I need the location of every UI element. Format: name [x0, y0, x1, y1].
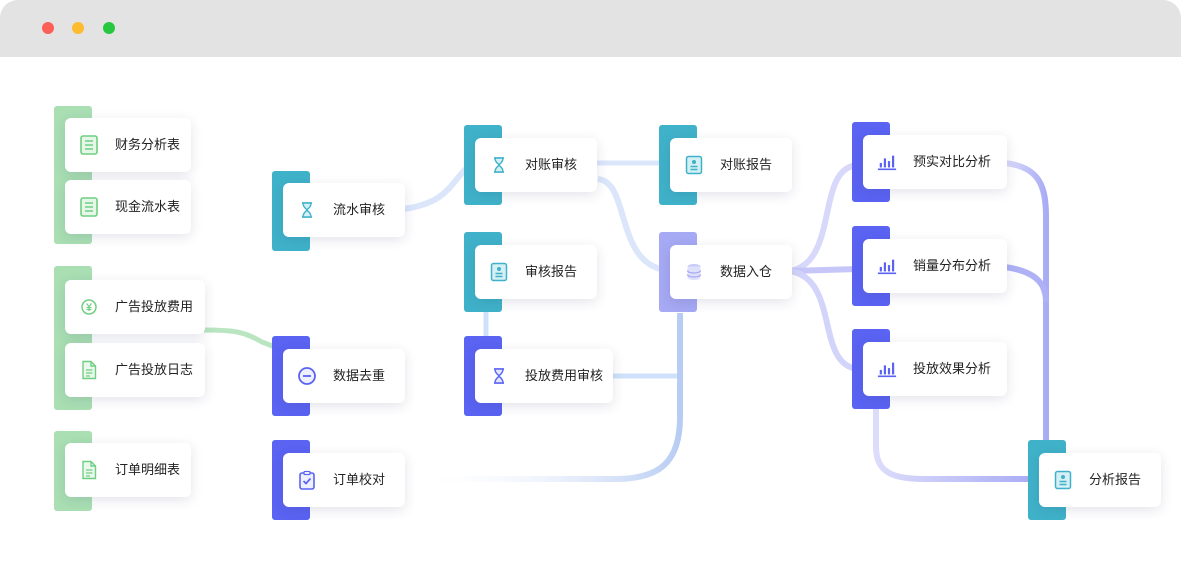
hourglass-icon — [297, 200, 317, 220]
database-icon — [684, 262, 704, 282]
minus-circle-icon — [297, 366, 317, 386]
node-ad-cost[interactable]: 广告投放费用 — [65, 280, 205, 334]
flow-diagram: 财务分析表 现金流水表 广告投放费用 广告投放日志 订单明细表 — [0, 57, 1181, 577]
node-label: 对账报告 — [720, 157, 773, 173]
node-label: 订单明细表 — [115, 462, 181, 478]
node-ad-effect-analysis[interactable]: 投放效果分析 — [863, 342, 1007, 396]
node-reconcile-report[interactable]: 对账报告 — [670, 138, 792, 192]
node-label: 投放效果分析 — [913, 361, 992, 377]
node-label: 数据入仓 — [720, 264, 773, 280]
file-icon — [79, 460, 99, 480]
node-label: 分析报告 — [1089, 472, 1142, 488]
link-warehouse-to-adeffect — [789, 268, 859, 372]
link-ordercheck-to-warehouse — [415, 313, 683, 482]
link-flowaudit-to-reconcile — [403, 162, 473, 212]
link-sales-to-report — [1004, 264, 1049, 303]
node-finance-table[interactable]: 财务分析表 — [65, 118, 191, 172]
link-adeffect-to-report — [873, 407, 1035, 482]
node-label: 广告投放日志 — [115, 362, 194, 378]
minimize-window-button[interactable] — [72, 22, 84, 34]
node-label: 投放费用审核 — [525, 368, 604, 384]
node-budget-analysis[interactable]: 预实对比分析 — [863, 135, 1007, 189]
node-label: 现金流水表 — [115, 199, 181, 215]
file-icon — [79, 360, 99, 380]
report-icon — [1053, 470, 1073, 490]
node-label: 流水审核 — [333, 202, 386, 218]
link-warehouse-to-budget — [789, 162, 859, 274]
node-reconcile-audit[interactable]: 对账审核 — [475, 138, 597, 192]
clipboard-check-icon — [297, 470, 317, 490]
node-audit-report[interactable]: 审核报告 — [475, 245, 597, 299]
node-analysis-report[interactable]: 分析报告 — [1039, 453, 1161, 507]
node-label: 对账审核 — [525, 157, 578, 173]
report-icon — [489, 262, 509, 282]
bar-chart-icon — [877, 359, 897, 379]
bar-chart-icon — [877, 152, 897, 172]
bar-chart-icon — [877, 256, 897, 276]
window-titlebar — [0, 0, 1181, 57]
node-order-check[interactable]: 订单校对 — [283, 453, 405, 507]
zoom-window-button[interactable] — [103, 22, 115, 34]
node-label: 审核报告 — [525, 264, 578, 280]
node-warehouse[interactable]: 数据入仓 — [670, 245, 792, 299]
node-sales-analysis[interactable]: 销量分布分析 — [863, 239, 1007, 293]
yuan-coin-icon — [79, 297, 99, 317]
node-ad-log[interactable]: 广告投放日志 — [65, 343, 205, 397]
document-icon — [79, 197, 99, 217]
node-label: 广告投放费用 — [115, 299, 194, 315]
node-order-detail[interactable]: 订单明细表 — [65, 443, 191, 497]
flow-connectors — [190, 146, 1049, 482]
node-ad-cost-audit[interactable]: 投放费用审核 — [475, 349, 613, 403]
link-reconcile-to-warehouse — [597, 176, 666, 273]
link-warehouse-to-sales — [789, 266, 859, 274]
node-label: 销量分布分析 — [913, 258, 992, 274]
report-icon — [684, 155, 704, 175]
close-window-button[interactable] — [42, 22, 54, 34]
link-adcost-to-dedup — [203, 327, 281, 352]
document-icon — [79, 135, 99, 155]
node-dedup[interactable]: 数据去重 — [283, 349, 405, 403]
node-flow-audit[interactable]: 流水审核 — [283, 183, 405, 237]
node-label: 预实对比分析 — [913, 154, 992, 170]
node-label: 数据去重 — [333, 368, 386, 384]
node-label: 订单校对 — [333, 472, 386, 488]
hourglass-icon — [489, 155, 509, 175]
hourglass-icon — [489, 366, 509, 386]
node-cash-flow-table[interactable]: 现金流水表 — [65, 180, 191, 234]
node-label: 财务分析表 — [115, 137, 181, 153]
link-budget-to-report — [1004, 160, 1049, 442]
